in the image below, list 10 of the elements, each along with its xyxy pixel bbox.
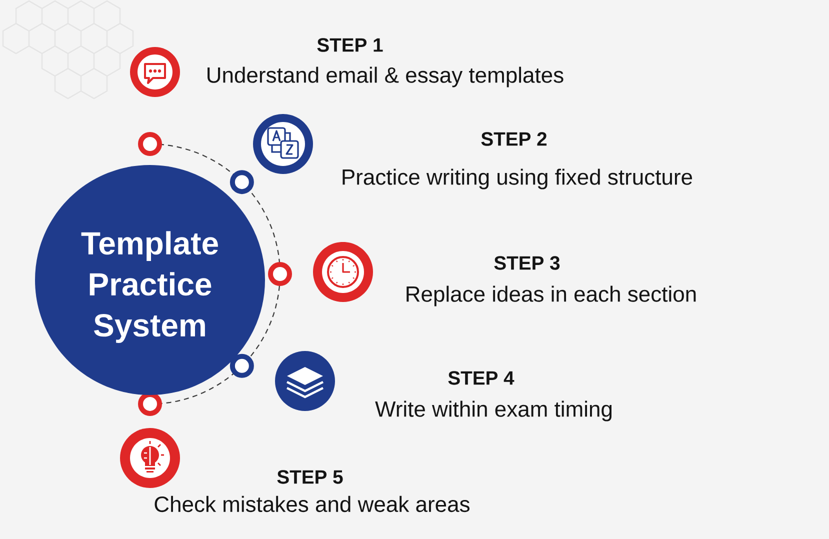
step-text: Practice writing using fixed structure bbox=[342, 168, 692, 190]
step-text: Check mistakes and weak areas bbox=[154, 496, 470, 512]
step-heading: STEP 5 bbox=[277, 470, 343, 484]
step-text: Write within exam timing bbox=[375, 400, 612, 422]
step-text: Understand email & essay templates bbox=[208, 66, 564, 88]
step-heading: STEP 3 bbox=[494, 256, 560, 270]
step-heading: STEP 1 bbox=[317, 38, 383, 52]
step-heading: STEP 2 bbox=[481, 132, 547, 146]
step-heading: STEP 4 bbox=[448, 371, 514, 385]
step-text: Replace ideas in each section bbox=[406, 286, 696, 306]
